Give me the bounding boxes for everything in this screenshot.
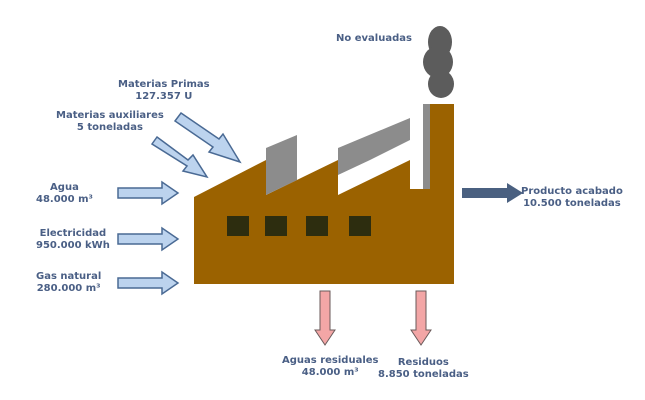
label-producto-acabado: Producto acabado 10.500 toneladas	[521, 186, 623, 210]
label-value: 5 toneladas	[76, 122, 143, 133]
label-electricidad: Electricidad 950.000 kWh	[36, 228, 110, 252]
factory-body	[194, 104, 454, 284]
label-name: Producto acabado	[521, 186, 623, 197]
label-name: Agua	[50, 182, 79, 193]
label-value: 127.357 U	[135, 91, 193, 102]
factory-window	[306, 216, 328, 236]
label-value: 950.000 kWh	[36, 240, 110, 251]
label-value: 48.000 m³	[301, 367, 359, 378]
label-materias-primas: Materias Primas 127.357 U	[118, 79, 210, 103]
label-residuos: Residuos 8.850 toneladas	[378, 357, 469, 381]
arrow-electricidad	[117, 226, 180, 252]
roof-panel-2	[338, 118, 410, 175]
arrow-producto-acabado	[462, 183, 523, 203]
label-gas-natural: Gas natural 280.000 m³	[36, 271, 101, 295]
label-name: Aguas residuales	[282, 355, 379, 366]
factory-window	[349, 216, 371, 236]
arrow-materias-primas	[173, 111, 242, 164]
arrow-materias-auxiliares	[150, 135, 209, 179]
factory-window	[265, 216, 287, 236]
arrow-aguas-residuales	[314, 290, 336, 346]
label-name: Residuos	[397, 357, 449, 368]
label-materias-auxiliares: Materias auxiliares 5 toneladas	[56, 110, 164, 134]
arrow-gas-natural	[117, 270, 180, 296]
smoke-cloud	[423, 26, 454, 98]
label-text: No evaluadas	[336, 33, 412, 44]
label-value: 10.500 toneladas	[523, 198, 621, 209]
arrow-agua	[117, 180, 180, 206]
chimney-inner	[423, 104, 430, 189]
label-name: Electricidad	[39, 228, 107, 239]
label-value: 48.000 m³	[36, 194, 93, 205]
roof-panel-1	[266, 135, 297, 195]
label-name: Materias auxiliares	[56, 110, 164, 121]
label-agua: Agua 48.000 m³	[36, 182, 93, 206]
label-value: 280.000 m³	[36, 283, 101, 294]
label-name: Gas natural	[36, 271, 102, 282]
label-name: Materias Primas	[118, 79, 210, 90]
factory-window	[227, 216, 249, 236]
label-aguas-residuales: Aguas residuales 48.000 m³	[282, 355, 378, 379]
label-value: 8.850 toneladas	[378, 369, 469, 380]
arrow-residuos	[410, 290, 432, 346]
label-no-evaluadas: No evaluadas	[336, 33, 412, 45]
